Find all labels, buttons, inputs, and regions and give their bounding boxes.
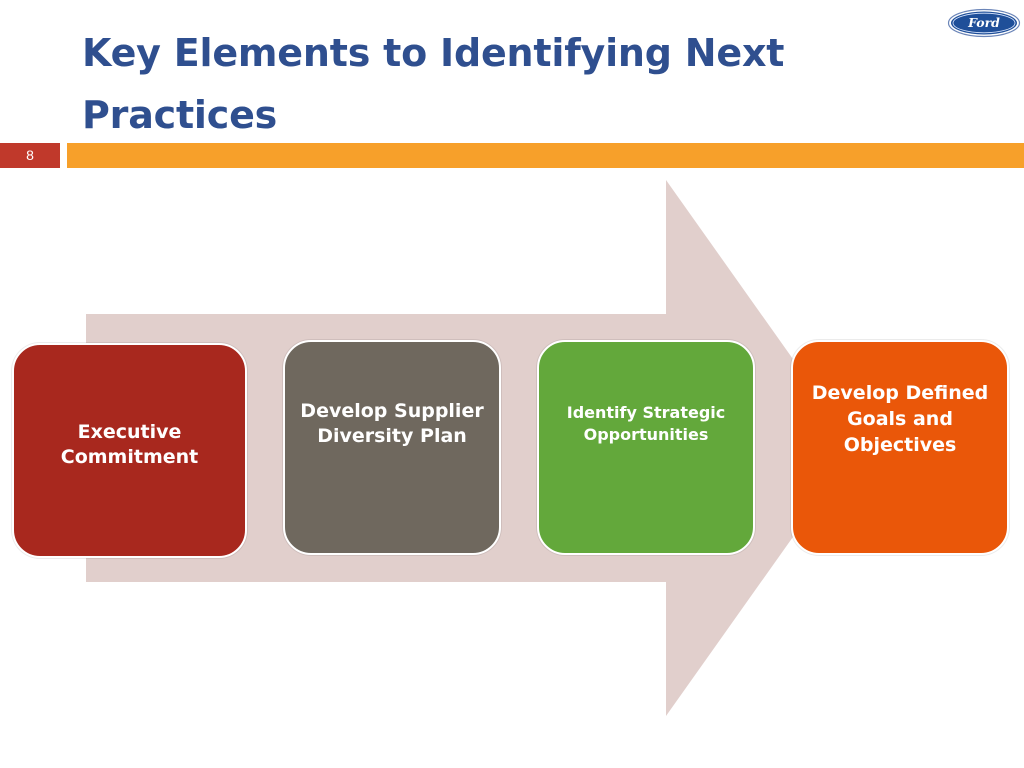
step-identify-strategic-opportunities: Identify Strategic Opportunities [537, 340, 755, 555]
step-label: Executive Commitment [60, 420, 199, 468]
step-label: Identify Strategic Opportunities [566, 402, 726, 444]
step-develop-defined-goals-and-objectives: Develop Defined Goals and Objectives [791, 340, 1009, 555]
ford-logo-text: Ford [967, 15, 1000, 30]
step-develop-supplier-diversity-plan: Develop Supplier Diversity Plan [283, 340, 501, 555]
accent-bar [67, 143, 1024, 168]
ford-logo: Ford [947, 8, 1021, 38]
slide-title: Key Elements to Identifying Next Practic… [82, 31, 785, 137]
step-label: Develop Defined Goals and Objectives [811, 381, 989, 456]
step-label: Develop Supplier Diversity Plan [300, 399, 484, 447]
slide-number: 8 [0, 143, 60, 168]
step-executive-commitment: Executive Commitment [12, 343, 247, 558]
